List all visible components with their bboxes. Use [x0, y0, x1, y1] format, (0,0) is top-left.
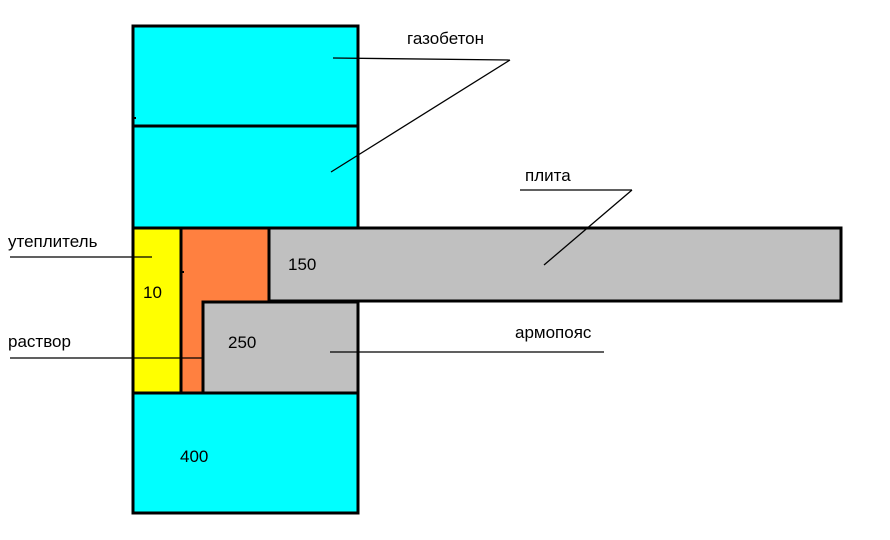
- insulation-layer: [131, 226, 183, 395]
- dimension-belt: 250: [228, 333, 256, 352]
- floor-slab: [267, 226, 843, 303]
- label-uteplitel: утеплитель: [8, 232, 98, 251]
- label-plita: плита: [525, 166, 571, 185]
- label-armopoyas: армопояс: [515, 323, 592, 342]
- aerated-block-upper: [131, 24, 360, 128]
- dimension-wall: 400: [180, 447, 208, 466]
- dimension-slab: 150: [288, 255, 316, 274]
- ring-beam: [201, 300, 360, 395]
- leader-gazobeton-lower: [330, 59, 511, 173]
- dimension-insulation: 10: [143, 283, 162, 302]
- leader-gazobeton-upper: [332, 57, 511, 61]
- leader-plita: [543, 189, 633, 266]
- label-gazobeton: газобетон: [407, 29, 484, 48]
- aerated-block-lower: [131, 391, 360, 515]
- aerated-block-middle: [131, 124, 360, 230]
- label-rastvor: раствор: [8, 332, 71, 351]
